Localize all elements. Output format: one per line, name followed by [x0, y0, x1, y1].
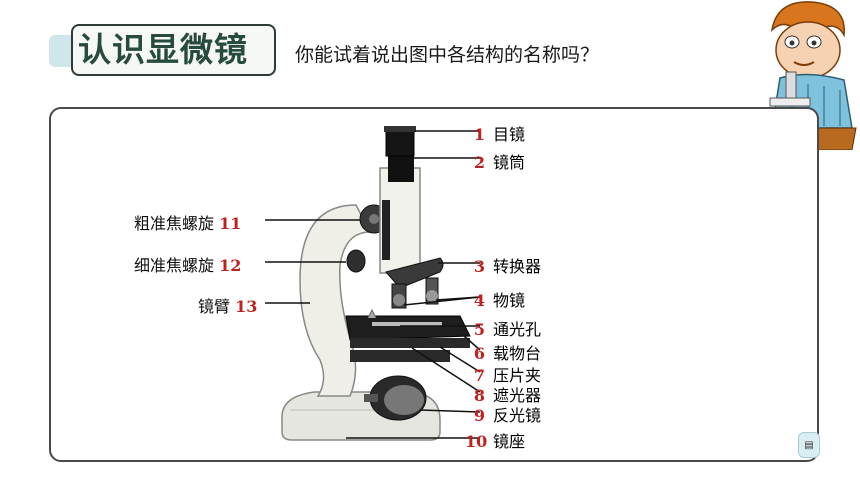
label-nosepiece: 3 转换器 [465, 253, 541, 277]
label-name: 通光孔 [493, 320, 542, 339]
page-icon[interactable]: ▤ [798, 432, 820, 458]
label-number: 3 [473, 257, 485, 276]
label-number: 9 [473, 406, 485, 425]
label-name: 遮光器 [493, 386, 542, 405]
label-number: 10 [465, 432, 488, 451]
label-number: 7 [473, 366, 485, 385]
label-name: 目镜 [493, 125, 526, 144]
label-mirror: 9 反光镜 [465, 402, 541, 426]
label-name: 细准焦螺旋 [134, 256, 215, 275]
label-name: 载物台 [493, 344, 542, 363]
label-diaphragm: 8 遮光器 [465, 382, 541, 406]
label-name: 镜臂 [198, 297, 231, 316]
label-fine-focus: 细准焦螺旋 12 [134, 252, 241, 276]
page-title: 认识显微镜 [78, 30, 248, 69]
label-arm: 镜臂 13 [198, 293, 257, 317]
label-aperture: 5 通光孔 [465, 316, 541, 340]
label-base: 10 镜座 [465, 428, 525, 452]
label-number: 5 [473, 320, 485, 339]
label-number: 13 [235, 297, 258, 316]
label-name: 镜座 [493, 432, 526, 451]
label-name: 压片夹 [493, 366, 542, 385]
label-name: 反光镜 [493, 406, 542, 425]
label-name: 转换器 [493, 257, 542, 276]
label-name: 物镜 [493, 291, 526, 310]
label-stage: 6 载物台 [465, 340, 541, 364]
label-number: 8 [473, 386, 485, 405]
label-tube: 2 镜筒 [465, 149, 525, 173]
label-number: 12 [219, 256, 242, 275]
question-text: 你能试着说出图中各结构的名称吗？ [295, 44, 600, 66]
label-clip: 7 压片夹 [465, 362, 541, 386]
label-number: 1 [473, 125, 485, 144]
title-box [71, 24, 276, 76]
label-eyepiece: 1 目镜 [465, 121, 525, 145]
label-name: 镜筒 [493, 153, 526, 172]
label-number: 6 [473, 344, 485, 363]
label-objective: 4 物镜 [465, 287, 525, 311]
label-coarse-focus: 粗准焦螺旋 11 [134, 210, 241, 234]
label-number: 11 [219, 214, 242, 233]
label-name: 粗准焦螺旋 [134, 214, 215, 233]
label-number: 2 [473, 153, 485, 172]
label-number: 4 [473, 291, 485, 310]
